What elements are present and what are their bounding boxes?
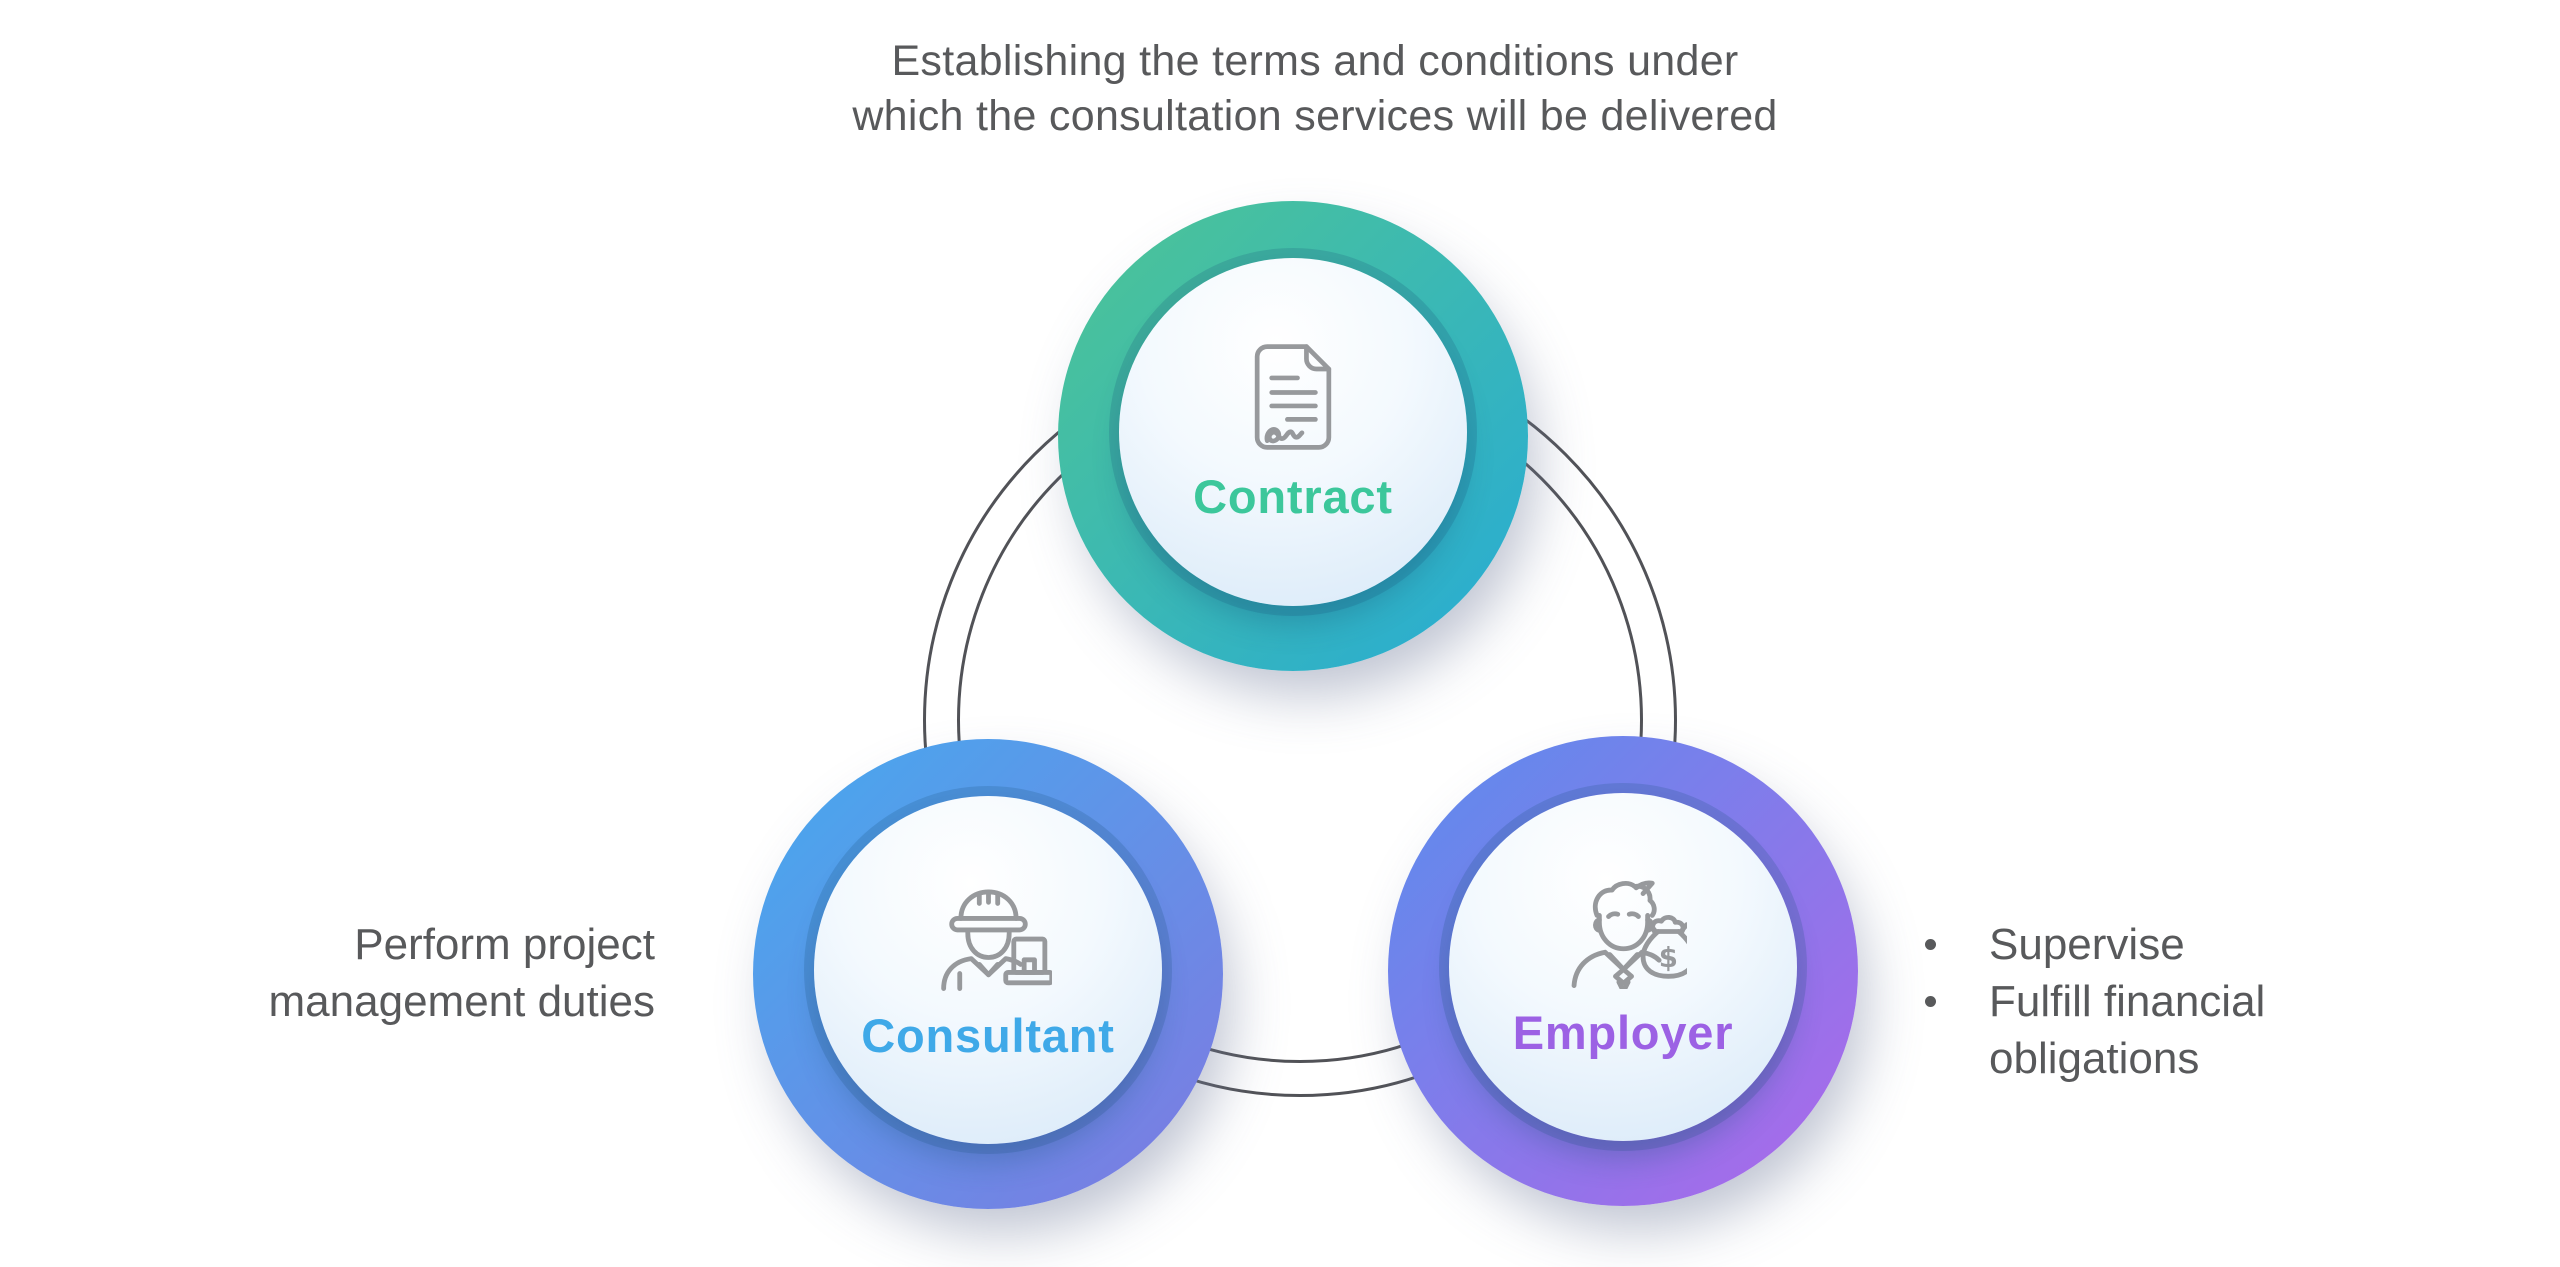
diagram-title-line: which the consultation services will be … [852, 92, 1778, 140]
employer-note-item: Supervise [1905, 916, 2351, 973]
document-signature-icon [1254, 343, 1332, 450]
node-consultant-inner-circle: Consultant [814, 796, 1162, 1144]
businessman-money-bag-icon: $ [1571, 880, 1687, 989]
svg-text:$: $ [1658, 941, 1677, 974]
node-contract: Contract [1058, 201, 1528, 671]
node-contract-label: Contract [1193, 469, 1393, 523]
node-consultant: Consultant [753, 739, 1223, 1209]
consultant-note: Perform project management duties [150, 916, 655, 1030]
diagram-title: Establishing the terms and conditions un… [715, 34, 1915, 144]
node-employer-inner-circle: $ Employer [1449, 793, 1797, 1141]
node-consultant-label: Consultant [861, 1009, 1115, 1062]
consultant-note-line: management duties [268, 977, 655, 1026]
node-employer-label: Employer [1512, 1006, 1734, 1059]
construction-worker-icon [940, 889, 1052, 991]
employer-notes-list: Supervise Fulfill financial obligations [1905, 916, 2385, 1087]
diagram-title-line: Establishing the terms and conditions un… [891, 37, 1739, 85]
consultant-note-line: Perform project [354, 920, 655, 969]
node-contract-inner-circle: Contract [1119, 258, 1467, 606]
employer-note-item: Fulfill financial obligations [1905, 973, 2351, 1087]
node-employer: $ Employer [1388, 736, 1858, 1206]
